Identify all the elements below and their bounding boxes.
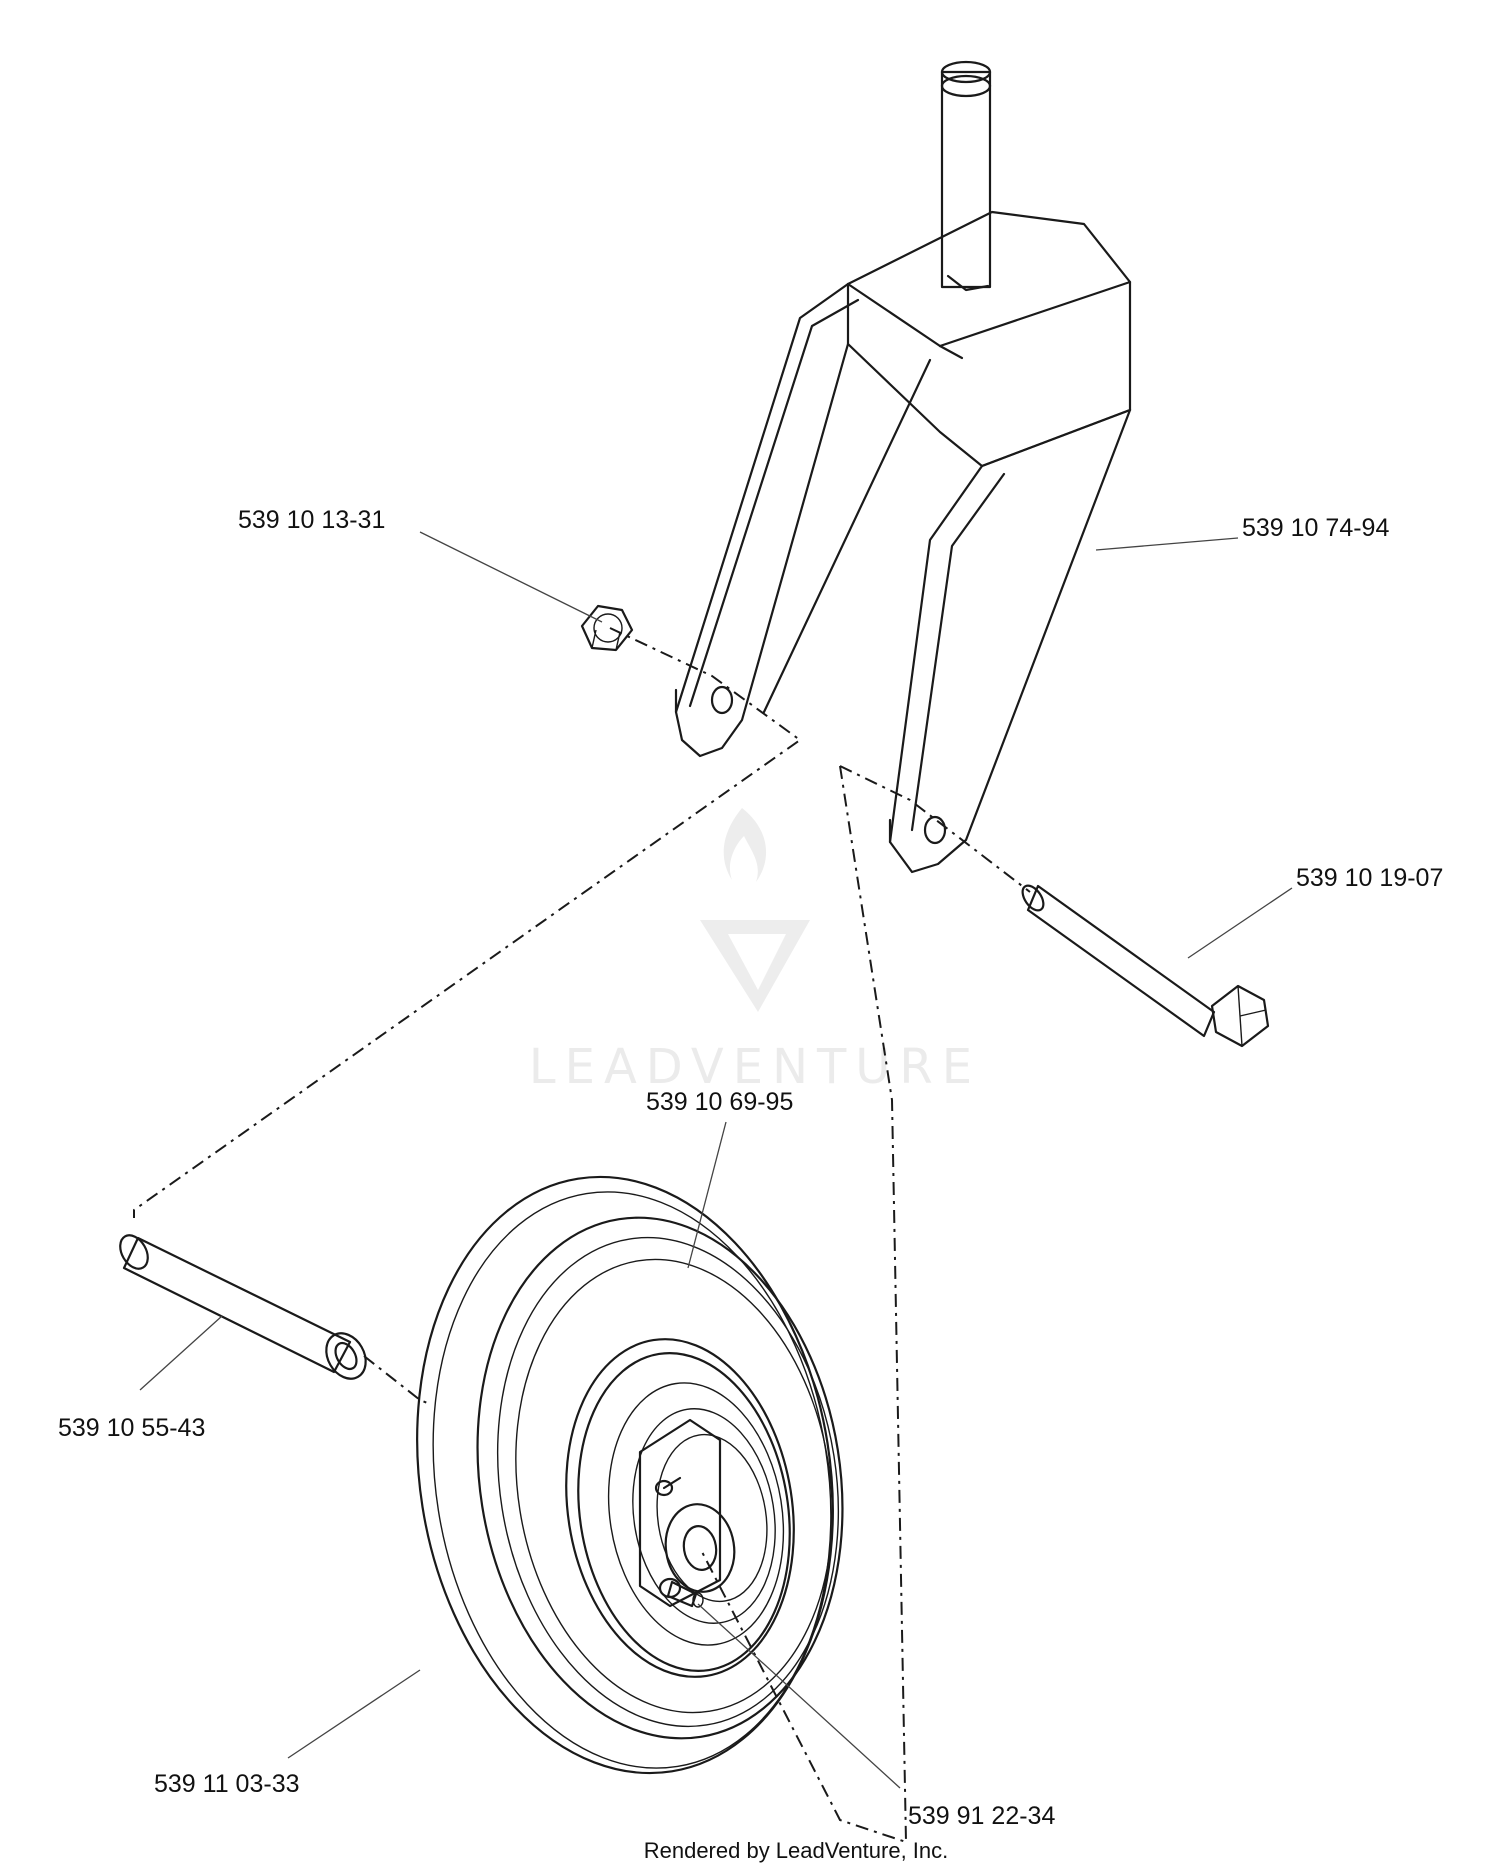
wheel-drawing xyxy=(416,1175,844,1775)
callout-539-10-69-95: 539 10 69-95 xyxy=(646,1088,793,1116)
part-callouts: 539 10 13-31 539 10 74-94 539 10 19-07 5… xyxy=(58,506,1443,1830)
footer-credit: Rendered by LeadVenture, Inc. xyxy=(644,1838,949,1863)
grease-fitting-drawing xyxy=(658,1577,704,1608)
watermark-v-logo-icon xyxy=(700,920,810,1012)
callout-539-10-19-07: 539 10 19-07 xyxy=(1296,864,1443,892)
callout-539-91-22-34: 539 91 22-34 xyxy=(908,1802,1055,1830)
callout-539-10-74-94: 539 10 74-94 xyxy=(1242,514,1389,542)
bolt-drawing xyxy=(1021,884,1270,1048)
spacer-drawing xyxy=(119,1234,367,1380)
callout-539-10-55-43: 539 10 55-43 xyxy=(58,1414,205,1442)
nut-drawing xyxy=(580,604,634,652)
leader-lines xyxy=(139,531,1293,1789)
watermark-text: LEADVENTURE xyxy=(529,1039,981,1095)
watermark-flame-icon xyxy=(723,808,767,882)
callout-539-10-13-31: 539 10 13-31 xyxy=(238,506,385,534)
assembly-lines xyxy=(133,627,1031,1844)
fork-drawing xyxy=(674,60,1132,874)
watermark: LEADVENTURE xyxy=(529,808,981,1095)
callout-539-11-03-33: 539 11 03-33 xyxy=(154,1770,300,1798)
